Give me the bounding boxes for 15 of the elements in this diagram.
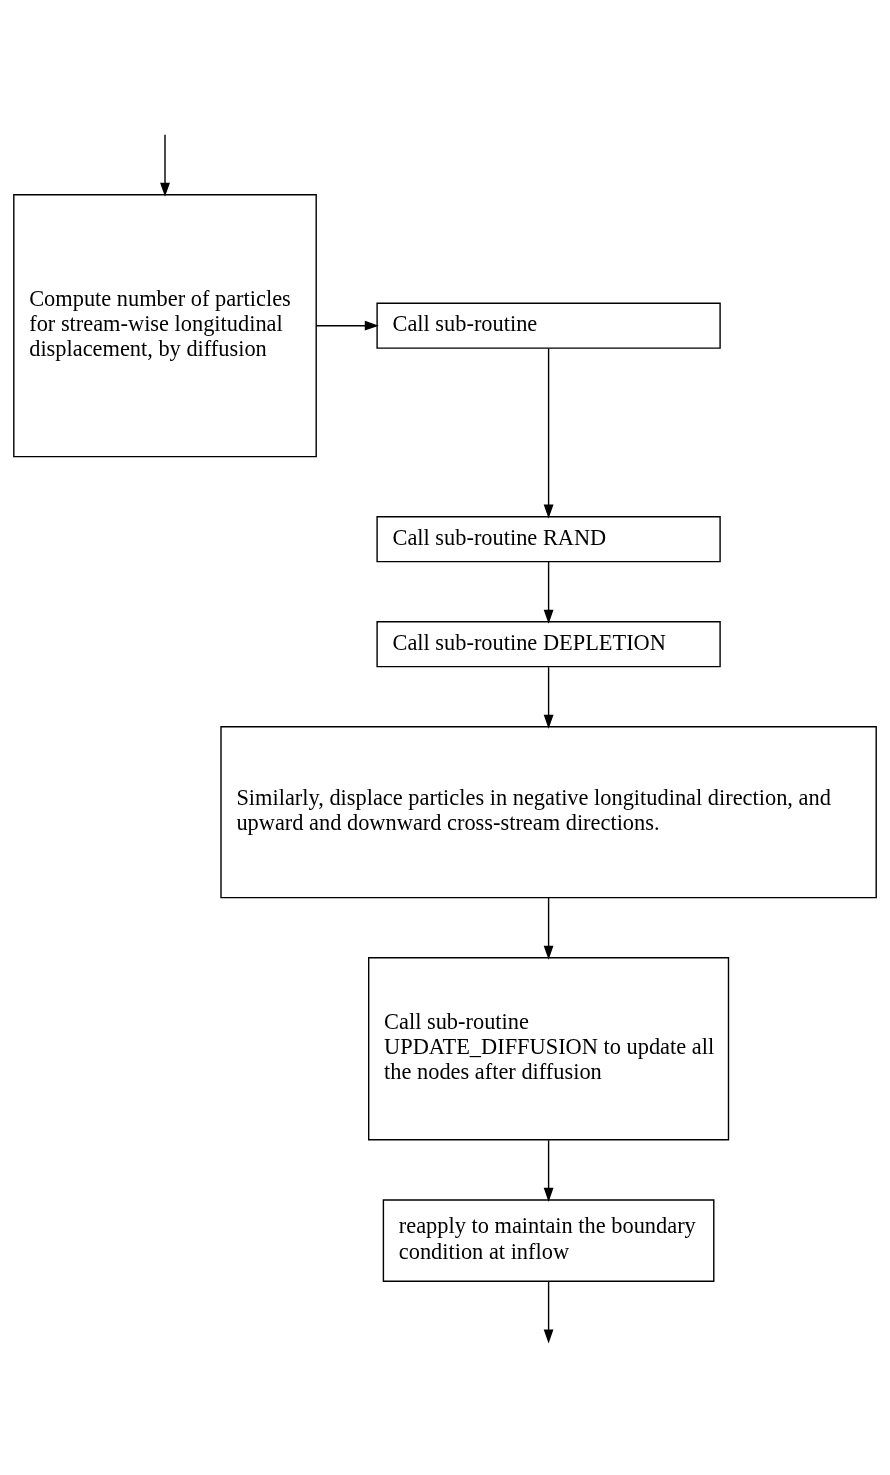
arrow [543, 560, 554, 624]
arrow [543, 1280, 554, 1343]
arrow [315, 320, 379, 331]
arrow [543, 666, 554, 729]
node-box: Similarly, displace particles in negative longitudinal direction, and upward and downward cross-stream directions. [220, 725, 877, 898]
node-box: reapply to maintain the boundary condition at inflow [382, 1198, 715, 1282]
node-box: Call sub-routine UPDATE_DIFFUSION to update all the nodes after diffusion [368, 956, 730, 1140]
arrow [543, 896, 554, 960]
node-box: Compute number of particles for stream-wise longitudinal displacement, by diffusion [13, 193, 317, 457]
arrow [543, 1139, 554, 1202]
node-box: Call sub-routine [376, 302, 721, 349]
node-box: Call sub-routine DEPLETION [376, 620, 721, 667]
arrow [543, 347, 554, 518]
node-box: Call sub-routine RAND [376, 515, 721, 562]
arrow [160, 133, 170, 197]
